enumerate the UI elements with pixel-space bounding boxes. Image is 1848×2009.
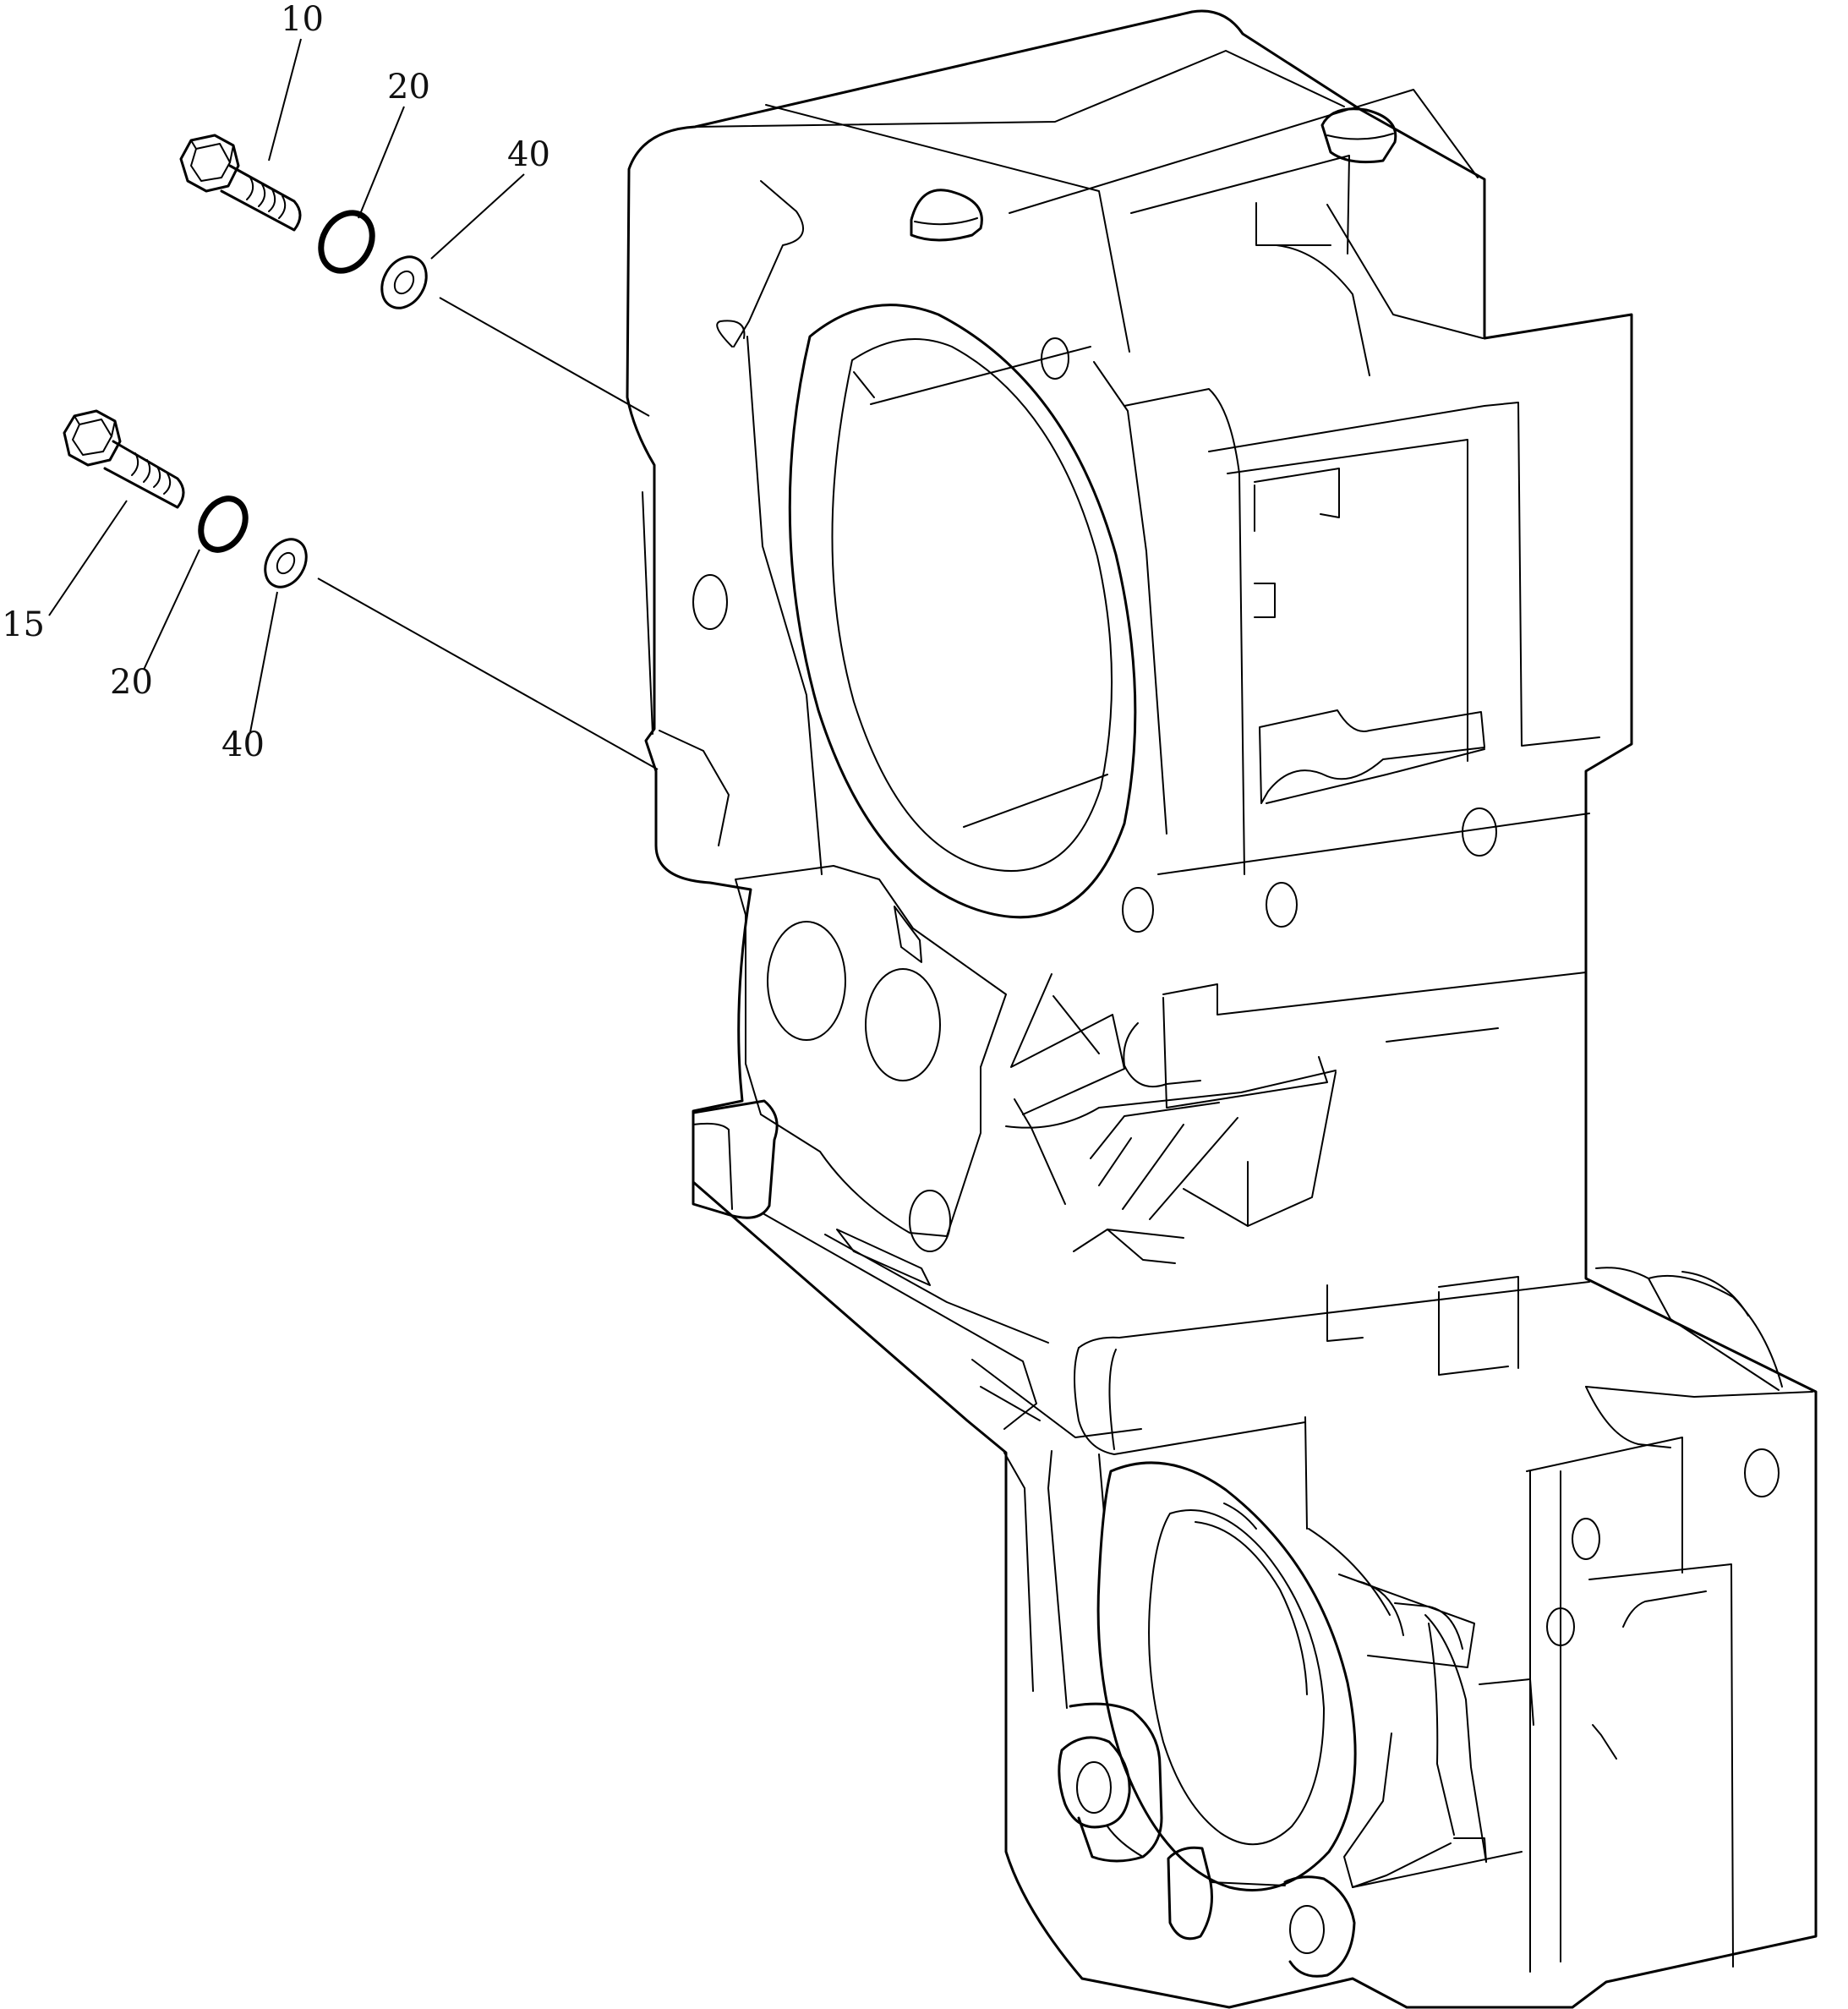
bottom-boss-left [1058,1702,1163,1863]
left-arm [692,1099,779,1219]
bolt-15-icon [63,409,185,509]
leader-40-upper [430,173,525,260]
upper-fastener-set [179,134,428,309]
bottom-boss-right [1167,1846,1356,1978]
lower-bore [1096,1461,1357,1891]
flange-slot [894,906,922,963]
bolt-hole-right-mid [1122,887,1154,933]
flange-hole-3 [909,1190,951,1252]
bolt-hole-upper-right [1041,337,1069,380]
box-hole-1 [1744,1448,1780,1497]
leader-40-lower [249,591,278,733]
assembly-line-lower [317,578,659,770]
upper-bore [788,304,1137,919]
leader-20-upper [358,106,405,219]
o-ring-20-upper-icon [318,210,375,274]
washer-40-upper-icon [380,255,428,309]
leader-lines [48,38,659,770]
callout-label-20-upper: 20 [387,68,430,107]
lower-fastener-set [63,409,308,588]
transmission-housing [626,9,1818,2009]
box-hole-2 [1572,1518,1600,1560]
o-ring-20-lower-icon [198,495,249,553]
bolt-hole-panel-2 [1266,882,1298,928]
bolt-hole-left-mid [692,574,728,630]
flange-hole-1 [767,921,846,1041]
leader-15 [48,500,128,616]
bolt-10-icon [179,134,302,232]
bolt-hole-panel-1 [1462,807,1497,857]
assembly-line-upper [439,297,650,417]
washer-40-lower-icon [264,538,308,588]
flange-hole-2 [865,968,941,1081]
top-dowel-pins [910,107,1397,242]
callout-label-20-lower: 20 [110,663,153,702]
callout-label-40-lower: 40 [221,725,265,764]
callout-label-40-upper: 40 [507,135,550,174]
leader-10 [268,38,302,161]
callout-label-10: 10 [281,0,324,39]
leader-20-lower [143,549,200,671]
box-hole-3 [1546,1607,1575,1646]
housing-outline [626,9,1818,2009]
callout-label-15: 15 [2,605,45,644]
callout-labels: 10 20 40 15 20 40 [2,0,550,764]
